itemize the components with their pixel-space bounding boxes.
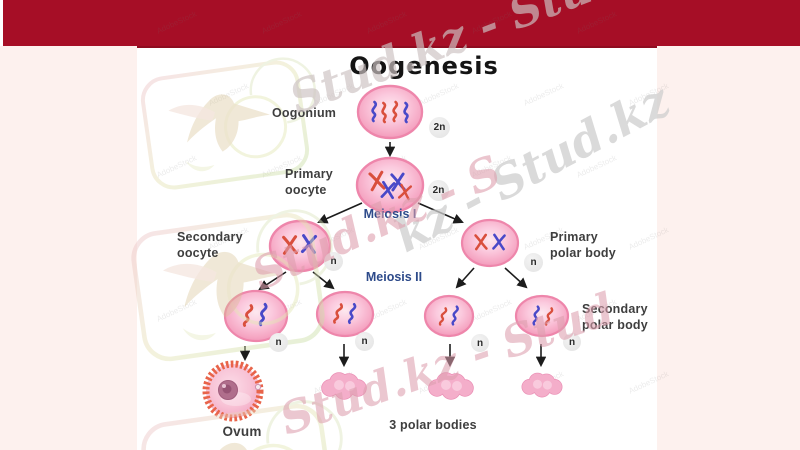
right-side-panel [657, 46, 800, 450]
ploidy-badge-polar-cell-3: n [563, 333, 581, 351]
ovum-label: Ovum [222, 424, 262, 439]
meiosis-2-label: Meiosis II [365, 270, 423, 284]
secondary-oocyte-cell [268, 219, 332, 273]
oogonium-label: Oogonium [272, 106, 337, 120]
page-title: Oogenesis [349, 52, 499, 80]
top-banner [0, 0, 800, 48]
secondary-oocyte-label: Secondary oocyte [177, 230, 243, 260]
ploidy-badge-oogonium: 2n [429, 117, 450, 138]
banner-left-sliver [0, 0, 3, 46]
primary-polar-body-label: Primary polar body [550, 230, 616, 260]
polar-cell-3 [514, 294, 570, 338]
ploidy-badge-polar-cell-2: n [471, 334, 489, 352]
ploidy-badge-primary-oocyte: 2n [428, 180, 449, 201]
polar-bodies-label: 3 polar bodies [389, 418, 477, 432]
ploidy-badge-primary-polar-body: n [524, 253, 543, 272]
polar-cell-2 [423, 294, 475, 338]
ploidy-badge-egg-precursor: n [269, 333, 288, 352]
left-side-panel [0, 46, 137, 450]
ploidy-badge-polar-cell-1: n [355, 332, 374, 351]
meiosis-1-label: Meiosis I [363, 207, 417, 221]
oogonium-cell [356, 84, 424, 140]
polar-body-cloud-2 [428, 372, 474, 400]
secondary-polar-body-label: Secondary polar body [582, 302, 648, 332]
polar-body-cloud-3 [521, 372, 563, 398]
ploidy-badge-secondary-oocyte: n [324, 252, 343, 271]
polar-cell-1 [315, 290, 375, 338]
primary-polar-body-cell [460, 218, 520, 268]
primary-oocyte-cell [355, 156, 425, 214]
ovum-cell [202, 360, 264, 422]
polar-body-cloud-1 [321, 372, 367, 400]
primary-oocyte-label: Primary oocyte [285, 167, 333, 197]
